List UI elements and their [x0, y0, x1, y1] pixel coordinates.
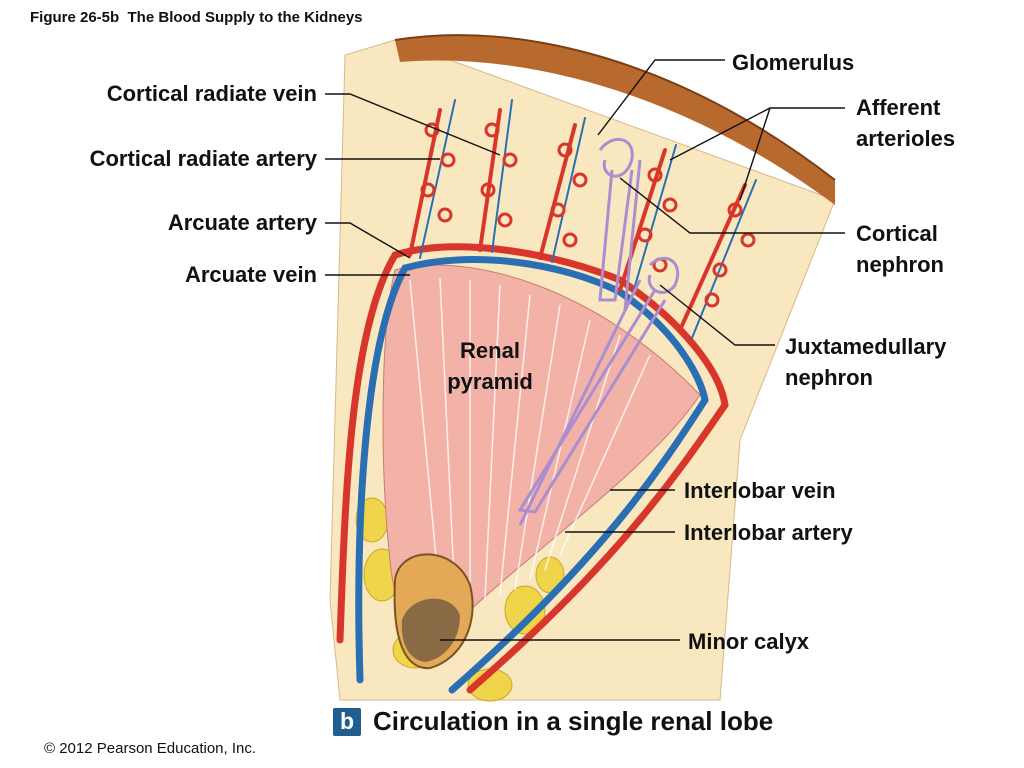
label-arcuate-artery: Arcuate artery — [167, 210, 317, 235]
label-renal-pyramid-line-1: Renal — [460, 338, 520, 363]
label-cortical-nephron-line-2: nephron — [856, 252, 944, 277]
label-renal-pyramid-line-2: pyramid — [447, 369, 533, 394]
figure-title: Figure 26-5b The Blood Supply to the Kid… — [30, 9, 363, 26]
label-afferent-line-1: Afferent — [856, 95, 941, 120]
label-afferent-arterioles: Afferent arterioles — [856, 92, 955, 154]
renal-capsule — [395, 35, 835, 206]
label-cortical-radiate-vein: Cortical radiate vein — [106, 81, 317, 106]
label-arcuate-vein: Arcuate vein — [184, 262, 317, 287]
panel-caption: Circulation in a single renal lobe — [373, 706, 774, 736]
label-glomerulus: Glomerulus — [732, 50, 855, 75]
label-juxtamedullary-nephron: Juxtamedullary nephron — [785, 331, 946, 393]
leader-lines — [325, 59, 845, 641]
label-cortical-nephron: Cortical nephron — [856, 218, 944, 280]
label-juxtamedullary-line-1: Juxtamedullary — [785, 334, 947, 359]
label-cortical-nephron-line-1: Cortical — [856, 221, 938, 246]
juxtamedullary-nephron — [517, 256, 680, 526]
label-interlobar-vein: Interlobar vein — [684, 478, 836, 503]
label-renal-pyramid: Renal pyramid — [430, 335, 550, 397]
label-minor-calyx: Minor calyx — [688, 629, 810, 654]
label-cortical-radiate-artery: Cortical radiate artery — [89, 146, 317, 171]
afferent-arteriole-curls — [420, 122, 756, 308]
copyright-notice: © 2012 Pearson Education, Inc. — [44, 740, 257, 757]
panel-badge: b — [333, 708, 361, 736]
label-afferent-line-2: arterioles — [856, 126, 956, 151]
cortical-nephron — [598, 137, 642, 311]
label-interlobar-artery: Interlobar artery — [684, 520, 853, 545]
renal-pyramid — [382, 264, 701, 633]
label-juxtamedullary-line-2: nephron — [785, 365, 873, 390]
